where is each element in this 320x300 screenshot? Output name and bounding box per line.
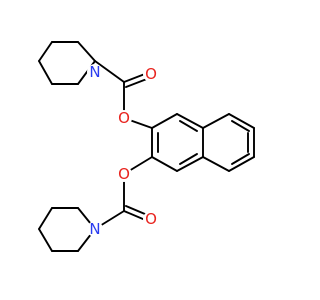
atom-o-ester-1: O <box>116 109 132 127</box>
bond <box>38 228 53 252</box>
oxygen-label: O <box>118 165 130 183</box>
nitrogen-label: N <box>89 63 100 81</box>
bond <box>38 41 53 62</box>
oxygen-label: O <box>145 210 157 228</box>
bond <box>231 120 250 132</box>
oxygen-label: O <box>145 65 157 83</box>
bond <box>151 113 178 129</box>
atom-n1: N <box>87 63 103 81</box>
bond <box>176 113 204 129</box>
bond <box>202 113 230 129</box>
nitrogen-label: N <box>89 220 100 238</box>
bond <box>176 156 204 172</box>
chemical-structure: N O O O N O <box>38 41 255 252</box>
atom-labels: N O O O N O <box>87 63 159 238</box>
bond <box>231 153 250 165</box>
oxygen-label: O <box>118 109 130 127</box>
bond <box>151 156 178 172</box>
bond <box>38 207 53 230</box>
bond <box>228 113 255 129</box>
bond <box>228 156 255 172</box>
atom-o-ester-2: O <box>116 165 132 183</box>
bond <box>179 153 198 165</box>
bond <box>77 41 96 62</box>
bond <box>202 156 230 172</box>
atom-n2: N <box>87 220 103 238</box>
bond <box>94 60 125 83</box>
atom-o-carbonyl-1: O <box>143 65 159 83</box>
bond <box>38 60 53 85</box>
atom-o-carbonyl-2: O <box>143 210 159 228</box>
bond <box>179 120 198 132</box>
